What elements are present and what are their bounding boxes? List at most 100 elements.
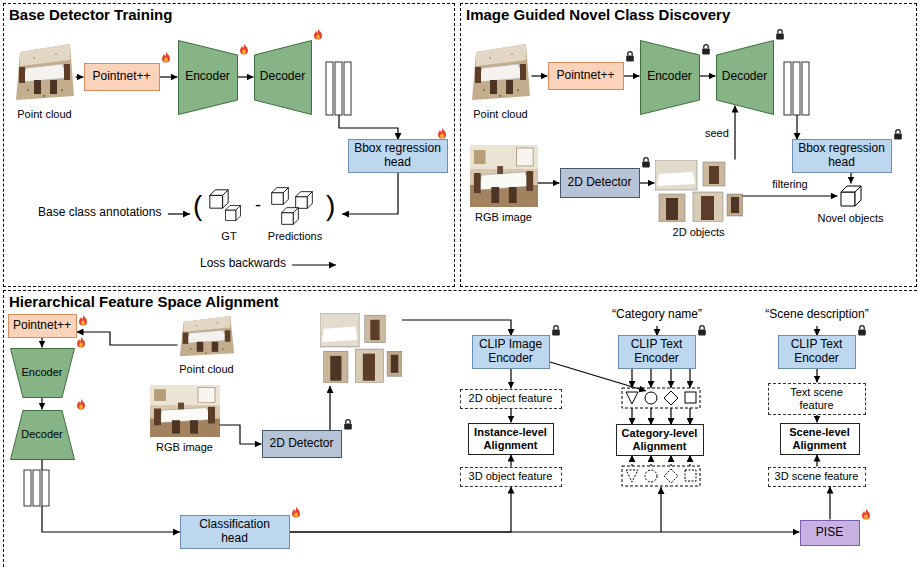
feature-bars bbox=[42, 470, 49, 506]
box-cube bbox=[210, 186, 861, 224]
connector-arrow bbox=[76, 76, 84, 77]
node-text: 3D scene feature bbox=[775, 470, 859, 483]
node-text: Pointnet++ bbox=[556, 69, 614, 83]
feature-bars bbox=[326, 62, 333, 115]
image-caption: RGB image bbox=[156, 441, 213, 454]
node-text: CLIP Text Encoder bbox=[783, 338, 851, 366]
flow-arrow bbox=[168, 213, 190, 214]
connector-arrow bbox=[290, 531, 800, 532]
scene-illustration bbox=[470, 145, 538, 207]
panel-heading: Image Guided Novel Class Discovery bbox=[466, 6, 920, 23]
feature-bars bbox=[344, 62, 351, 115]
text-holder: Encoder bbox=[185, 70, 230, 84]
node-text: 2D Detector bbox=[269, 437, 333, 451]
image-figure: Novel objects bbox=[838, 184, 864, 208]
connector-arrow bbox=[624, 75, 640, 76]
text-holder: Bbox regression head bbox=[797, 142, 887, 170]
node-text: Decoder bbox=[722, 70, 767, 84]
connector-arrow bbox=[743, 195, 838, 196]
text-holder: Encoder bbox=[22, 366, 63, 379]
flow-arrow bbox=[339, 115, 398, 140]
node-text: Encoder bbox=[647, 70, 692, 84]
node-text: 3D object feature bbox=[469, 470, 553, 483]
panel-region: Point cloud Pointnet++ Encoder DecoderBbox … bbox=[460, 3, 917, 287]
text-holder: Encoder bbox=[647, 70, 692, 84]
flow-arrow bbox=[689, 368, 690, 388]
connector-arrow bbox=[220, 425, 262, 444]
process-box: Pointnet++ bbox=[8, 314, 77, 338]
annotation-label: - bbox=[255, 195, 261, 216]
block-shape bbox=[178, 40, 237, 114]
box-cube bbox=[296, 192, 313, 209]
block-shape bbox=[716, 40, 773, 114]
node-text: CLIP Image Encoder bbox=[477, 338, 545, 366]
annotation-label: “Category name” bbox=[612, 308, 702, 322]
node-text: Instance-level Alignment bbox=[473, 426, 549, 451]
node-text: 2D object feature bbox=[469, 392, 553, 405]
image-figure: 2D objects bbox=[655, 160, 743, 222]
prototype-row bbox=[645, 392, 657, 404]
scene-illustration bbox=[150, 385, 220, 437]
node-text: 2D Detector bbox=[567, 176, 631, 190]
image-figure: Point cloud bbox=[14, 40, 76, 104]
annotation-label: ) bbox=[326, 190, 335, 222]
text-holder: Instance-level Alignment bbox=[473, 426, 549, 451]
connector-arrow bbox=[510, 455, 511, 467]
connector-arrow bbox=[41, 398, 42, 410]
annotation-label: ( bbox=[193, 190, 202, 222]
flow-arrow bbox=[42, 506, 180, 532]
process-box: 2D Detector bbox=[262, 430, 342, 458]
prototype-row bbox=[664, 469, 678, 483]
status-icon bbox=[698, 326, 706, 336]
prototype-row bbox=[664, 391, 678, 405]
image-figure: Point cloud bbox=[178, 313, 236, 359]
connector-arrow bbox=[816, 415, 817, 423]
scene-illustration bbox=[655, 160, 743, 222]
alignment-box: Category-level Alignment bbox=[616, 424, 704, 456]
status-icon bbox=[862, 509, 870, 520]
image-caption: Point cloud bbox=[473, 108, 527, 121]
prototype-row bbox=[622, 388, 700, 408]
flow-arrow bbox=[689, 408, 690, 425]
scene-illustration bbox=[178, 313, 236, 359]
feature-box: Text scene feature bbox=[768, 383, 866, 415]
text-holder: CLIP Text Encoder bbox=[623, 338, 691, 366]
prototype-row bbox=[685, 470, 696, 481]
panel-region: Pointnet++ EncoderDecoder Point cloudRGB i… bbox=[3, 290, 917, 567]
flow-arrow bbox=[660, 487, 661, 532]
text-holder: Decoder bbox=[21, 428, 63, 441]
node-text: Scene-level Alignment bbox=[785, 426, 855, 451]
text-holder: 2D Detector bbox=[269, 437, 333, 451]
text-holder: 2D Detector bbox=[567, 176, 631, 190]
connector-arrow bbox=[41, 338, 42, 348]
edge-label: seed bbox=[705, 127, 729, 140]
image-figure: Point cloud bbox=[470, 40, 532, 104]
status-icon bbox=[162, 52, 170, 63]
alignment-box: Instance-level Alignment bbox=[468, 423, 554, 455]
feature-bars bbox=[802, 62, 809, 115]
flow-arrow bbox=[342, 172, 398, 214]
node-text: Bbox regression head bbox=[353, 142, 443, 170]
flow-arrow bbox=[329, 386, 330, 430]
prototype-row bbox=[626, 470, 638, 482]
block-shape bbox=[640, 40, 699, 114]
node-text: Encoder bbox=[22, 366, 63, 379]
node-text: Bbox regression head bbox=[797, 142, 887, 170]
status-icon bbox=[314, 29, 322, 40]
process-box: Pointnet++ bbox=[548, 62, 624, 90]
process-box: Classification head bbox=[180, 515, 290, 549]
image-figure: RGB image bbox=[150, 385, 220, 437]
box-cube bbox=[282, 208, 299, 225]
status-icon bbox=[702, 45, 710, 55]
status-icon bbox=[79, 315, 87, 326]
status-icon bbox=[344, 420, 352, 430]
status-icon bbox=[77, 337, 85, 348]
feature-box: 3D scene feature bbox=[768, 467, 866, 487]
process-box: CLIP Image Encoder bbox=[472, 335, 550, 369]
feature-bars bbox=[33, 470, 40, 506]
flow-arrow bbox=[650, 408, 651, 425]
flow-arrow bbox=[42, 115, 817, 532]
connector-arrow bbox=[160, 76, 178, 77]
flow-arrow bbox=[631, 408, 632, 425]
